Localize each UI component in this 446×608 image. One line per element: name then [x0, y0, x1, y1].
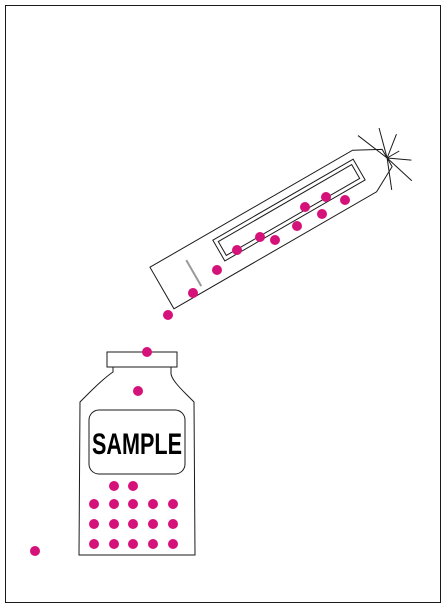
bottle-cap	[107, 352, 177, 367]
particle-dot	[168, 499, 178, 509]
dispenser-device	[145, 119, 420, 316]
particle-dot	[292, 221, 302, 231]
particle-dot	[340, 195, 350, 205]
particle-dot	[89, 499, 99, 509]
particle-dot	[168, 539, 178, 549]
particle-dot	[128, 481, 138, 491]
dispenser-body	[150, 137, 399, 309]
particle-dot	[89, 519, 99, 529]
particle-dot	[128, 499, 138, 509]
particle-dot	[270, 235, 280, 245]
particle-dot	[89, 539, 99, 549]
particle-dot	[163, 310, 173, 320]
particle-dot	[188, 288, 198, 298]
particle-dot	[255, 232, 265, 242]
particle-dot	[321, 192, 331, 202]
particle-dot	[232, 245, 242, 255]
particle-dot	[128, 539, 138, 549]
particle-dot	[300, 202, 310, 212]
particle-dot	[168, 519, 178, 529]
particle-dot	[142, 347, 152, 357]
particle-dot	[212, 265, 222, 275]
sample-label-text: SAMPLE	[92, 426, 182, 460]
particle-dot	[148, 519, 158, 529]
particle-dot	[30, 546, 40, 556]
particle-dot	[317, 209, 327, 219]
particle-dot	[128, 519, 138, 529]
particle-dot	[109, 539, 119, 549]
particle-dot	[148, 539, 158, 549]
sample-label: SAMPLE	[89, 410, 185, 474]
particle-dot	[109, 499, 119, 509]
particle-dot	[109, 519, 119, 529]
figure-frame	[6, 6, 441, 603]
particle-dot	[109, 481, 119, 491]
particle-dot	[133, 386, 143, 396]
particle-dot	[148, 499, 158, 509]
